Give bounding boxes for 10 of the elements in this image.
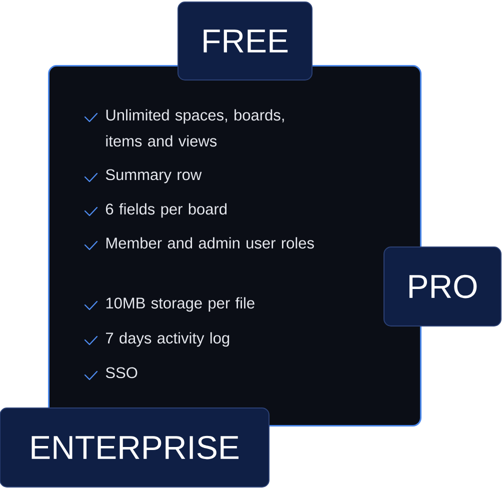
- feature-text: Member and admin user roles: [106, 237, 314, 249]
- feature-text: 7 days activity log: [106, 332, 230, 347]
- feature-text: SSO: [106, 367, 138, 378]
- feature-text: 6 fields per board: [106, 203, 227, 218]
- plan-badge: FREE: [178, 2, 312, 80]
- feature-text: Unlimited spaces, boards, items and views: [106, 109, 284, 147]
- feature-text: 10MB storage per file: [106, 297, 254, 312]
- plan-badge: PRO: [384, 246, 502, 326]
- feature-text: Summary row: [106, 169, 202, 184]
- plan-badge: ENTERPRISE: [0, 408, 270, 488]
